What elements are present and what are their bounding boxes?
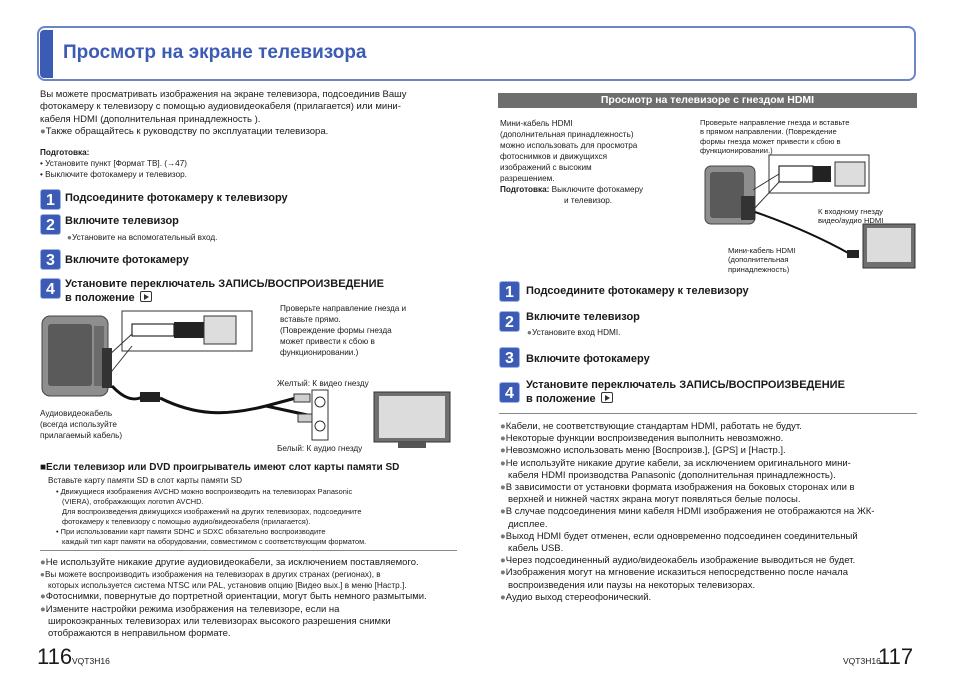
note-item: ●В зависимости от установки формата изоб… — [500, 482, 855, 494]
divider — [499, 413, 917, 414]
step-number: 1 — [40, 189, 61, 210]
hdmi-intro: Мини-кабель HDMI (дополнительная принадл… — [500, 119, 644, 205]
note-item: кабель USB. — [508, 543, 564, 555]
note-item: которых используется система NTSC или PA… — [48, 581, 407, 591]
step-number: 4 — [499, 382, 520, 403]
hdmi-cable-label: Мини-кабель HDMI (дополнительная принадл… — [728, 246, 796, 274]
intro-line: фотокамеру к телевизору с помощью аудиов… — [40, 101, 401, 113]
sd-line: Вставьте карту памяти SD в слот карты па… — [48, 476, 243, 485]
step-sub: ●Установите вход HDMI. — [527, 328, 621, 337]
cable-label: Аудиовидеокабель (всегда используйте при… — [40, 409, 123, 440]
prep-item: • Выключите фотокамеру и телевизор. — [40, 170, 187, 179]
divider — [40, 550, 457, 551]
note-item: воспроизведения или паузы на некоторых т… — [508, 579, 756, 591]
sd-title: ■Если телевизор или DVD проигрыватель им… — [40, 462, 400, 473]
note-item: ●Аудио выход стереофонический. — [500, 591, 652, 603]
bullet-icon: ● — [40, 125, 46, 137]
hdmi-connection-diagram — [704, 154, 916, 269]
step-label: Включите фотокамеру — [526, 353, 650, 365]
note-item: отображаются в неправильном формате. — [48, 628, 231, 640]
note-item: ●Невозможно использовать меню [Воспроизв… — [500, 445, 786, 457]
note-item: ●Измените настройки режима изображения н… — [40, 603, 340, 615]
note-item: ●Фотоснимки, повернутые до портретной ор… — [40, 591, 427, 603]
step-number: 3 — [40, 249, 61, 270]
step-label: Подсоедините фотокамеру к телевизору — [526, 285, 749, 297]
playback-icon — [600, 392, 613, 403]
step-label: Установите переключатель ЗАПИСЬ/ВОСПРОИЗ… — [526, 379, 845, 405]
step-number: 3 — [499, 347, 520, 368]
step-number: 2 — [40, 214, 61, 235]
playback-icon — [139, 291, 152, 302]
note-item: ●Изображения могут на мгновение исказить… — [500, 567, 848, 579]
step-label: Включите фотокамеру — [65, 254, 189, 266]
note-item: кабеля HDMI производства Panasonic (допо… — [508, 469, 836, 481]
connector-note: Проверьте направление гнезда и вставьте … — [280, 304, 407, 357]
prep-title: Подготовка: — [40, 148, 90, 157]
step-label: Подсоедините фотокамеру к телевизору — [65, 192, 288, 204]
left-notes: ●Не используйте никакие другие аудиовиде… — [40, 557, 460, 640]
hdmi-input-label: К входному гнезду видео/аудио HDMI — [818, 207, 884, 226]
title-frame — [37, 26, 916, 81]
step-number: 1 — [499, 281, 520, 302]
intro-line: кабеля HDMI (дополнительная принадлежнос… — [40, 113, 261, 125]
note-item: верхней и нижней частях экрана могут поя… — [508, 494, 801, 506]
page-number: 117 — [878, 644, 914, 669]
note-item: ●Выход HDMI будет отменен, если одноврем… — [500, 530, 858, 542]
step-label: Установите переключатель ЗАПИСЬ/ВОСПРОИЗ… — [65, 278, 384, 304]
prep-item: • Установите пункт [Формат ТВ]. (→47) — [40, 159, 187, 168]
step-number: 2 — [499, 311, 520, 332]
preparation: Подготовка: • Установите пункт [Формат Т… — [40, 147, 340, 180]
hdmi-cable — [754, 211, 851, 255]
title-accent-bar — [40, 30, 53, 78]
note-item: широкоэкранных телевизорах или телевизор… — [48, 615, 391, 627]
white-label: Белый: К аудио гнезду — [277, 444, 363, 453]
intro-bullet: ●Также обращайтесь к руководству по эксп… — [40, 125, 329, 137]
right-notes: ●Кабели, не соответствующие стандартам H… — [500, 421, 918, 604]
step-label: Включите телевизор — [65, 215, 179, 227]
note-item: ●Вы можете воспроизводить изображения на… — [40, 570, 381, 580]
step-label: Включите телевизор — [526, 311, 640, 323]
note-item: ●Некоторые функции воспроизведения выпол… — [500, 433, 784, 445]
note-item: ●В случае подсоединения мини кабеля HDMI… — [500, 506, 875, 518]
note-item: ●Кабели, не соответствующие стандартам H… — [500, 421, 802, 432]
model-code: VQT3H16 — [72, 656, 110, 666]
note-item: ●Через подсоединенный аудио/видеокабель … — [500, 555, 856, 567]
intro-text: Вы можете просматривать изображения на э… — [40, 89, 460, 138]
intro-line: Вы можете просматривать изображения на э… — [40, 89, 407, 100]
av-connection-diagram — [41, 310, 451, 448]
step-sub: ●Установите на вспомогательный вход. — [67, 233, 218, 242]
sd-notes: • Движущиеся изображения AVCHD можно вос… — [56, 487, 367, 546]
step-number: 4 — [40, 278, 61, 299]
note-item: дисплее. — [508, 518, 548, 530]
page-number: 116 — [37, 644, 73, 669]
note-item: ●Не используйте никакие другие аудиовиде… — [40, 557, 419, 568]
page-title: Просмотр на экране телевизора — [63, 42, 367, 63]
section-title: Просмотр на телевизоре с гнездом HDMI — [498, 93, 917, 108]
model-code: VQT3H16 — [843, 656, 881, 666]
hdmi-note: Проверьте направление гнезда и вставьте … — [700, 118, 850, 156]
note-item: ●Не используйте никакие другие кабели, з… — [500, 457, 851, 469]
yellow-label: Желтый: К видео гнезду — [277, 379, 369, 388]
